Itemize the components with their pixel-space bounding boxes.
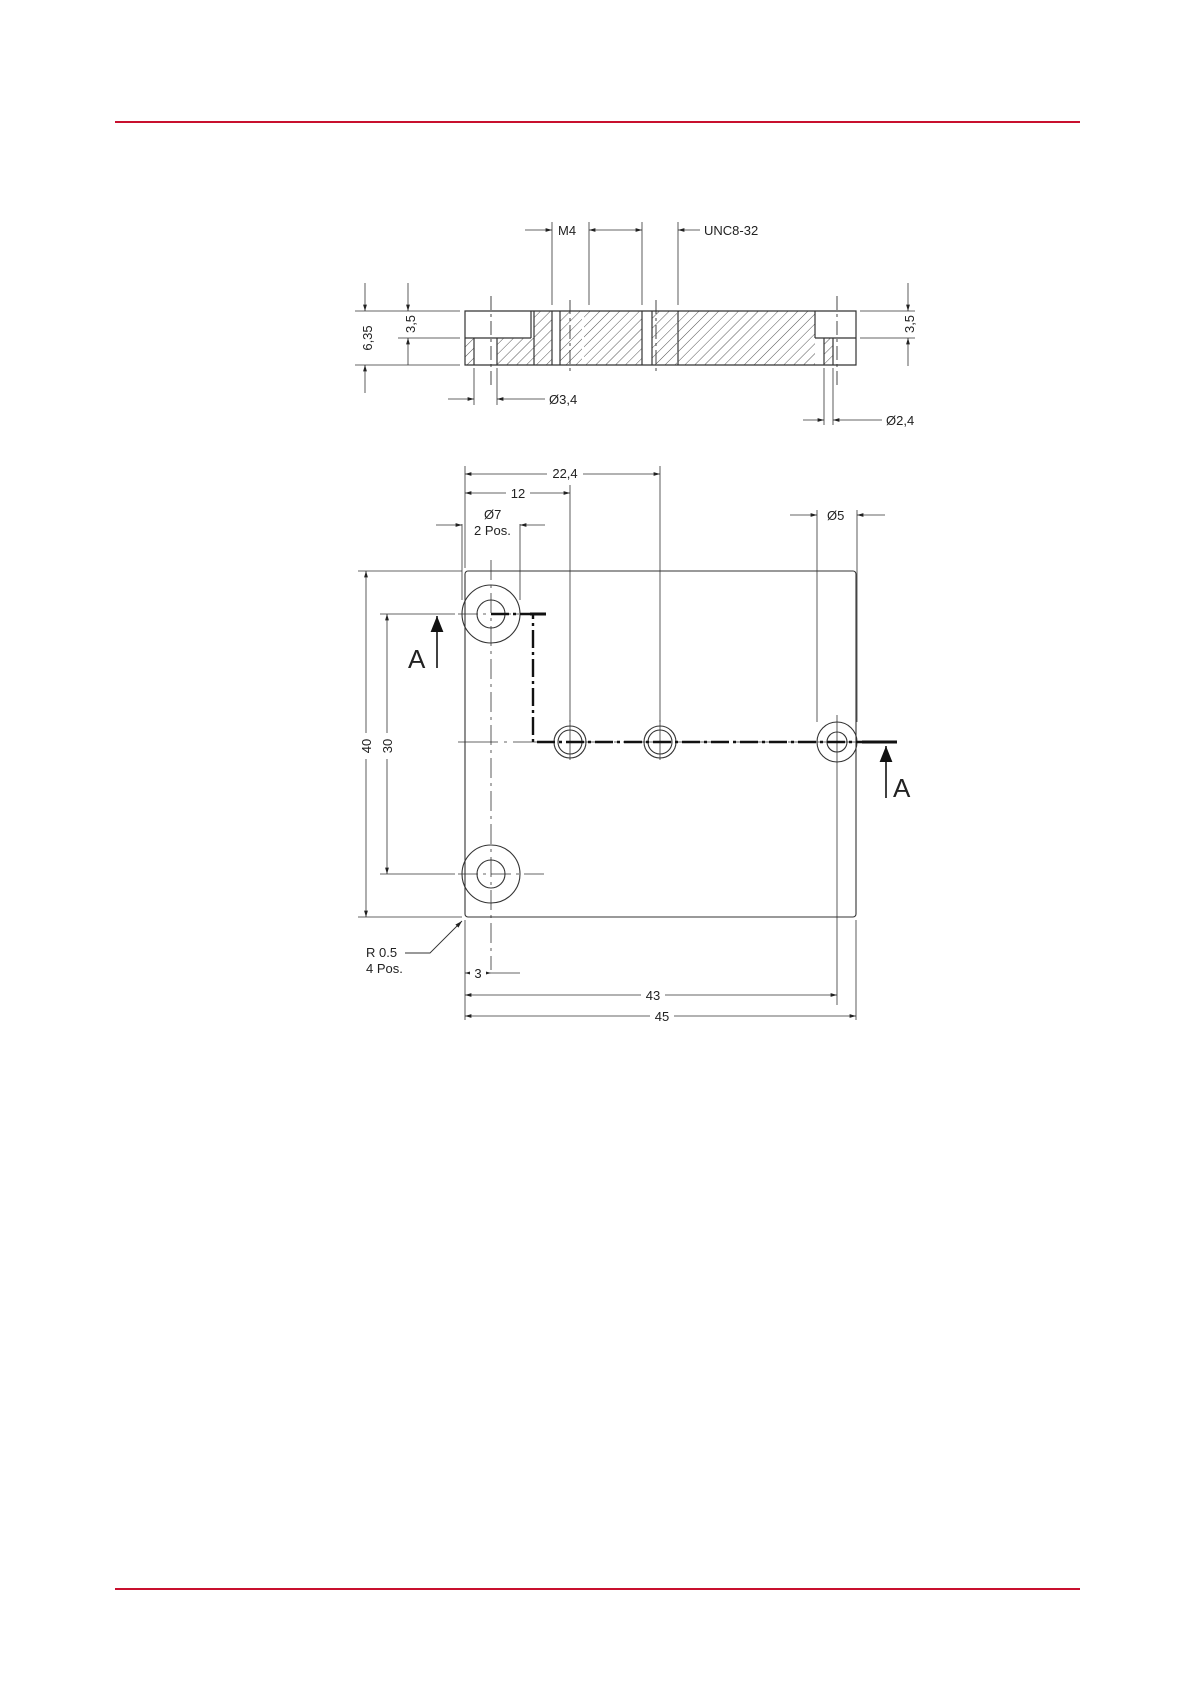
section-mark-right: A bbox=[893, 773, 911, 803]
dim-counterbore-right-3-5: 3,5 bbox=[902, 315, 917, 333]
label-m4: M4 bbox=[558, 223, 576, 238]
radius-count: 4 Pos. bbox=[366, 961, 403, 976]
dim-height-6-35: 6,35 bbox=[360, 325, 375, 350]
dia-3-4-label: Ø3,4 bbox=[549, 392, 577, 407]
dim-43: 43 bbox=[646, 988, 660, 1003]
radius-label: R 0.5 bbox=[366, 945, 397, 960]
dim-12: 12 bbox=[511, 486, 525, 501]
dim-counterbore-left-3-5: 3,5 bbox=[403, 315, 418, 333]
dim-30: 30 bbox=[380, 739, 395, 753]
section-mark-left: A bbox=[408, 644, 426, 674]
dia-7-count: 2 Pos. bbox=[474, 523, 511, 538]
dim-22-4: 22,4 bbox=[552, 466, 577, 481]
plan-view bbox=[358, 466, 897, 1020]
dim-3: 3 bbox=[474, 966, 481, 981]
dim-40: 40 bbox=[359, 739, 374, 753]
section-view bbox=[355, 222, 915, 425]
dia-5-label: Ø5 bbox=[827, 508, 844, 523]
dim-45: 45 bbox=[655, 1009, 669, 1024]
label-unc8-32: UNC8-32 bbox=[704, 223, 758, 238]
dia-7-label: Ø7 bbox=[484, 507, 501, 522]
dia-2-4-label: Ø2,4 bbox=[886, 413, 914, 428]
